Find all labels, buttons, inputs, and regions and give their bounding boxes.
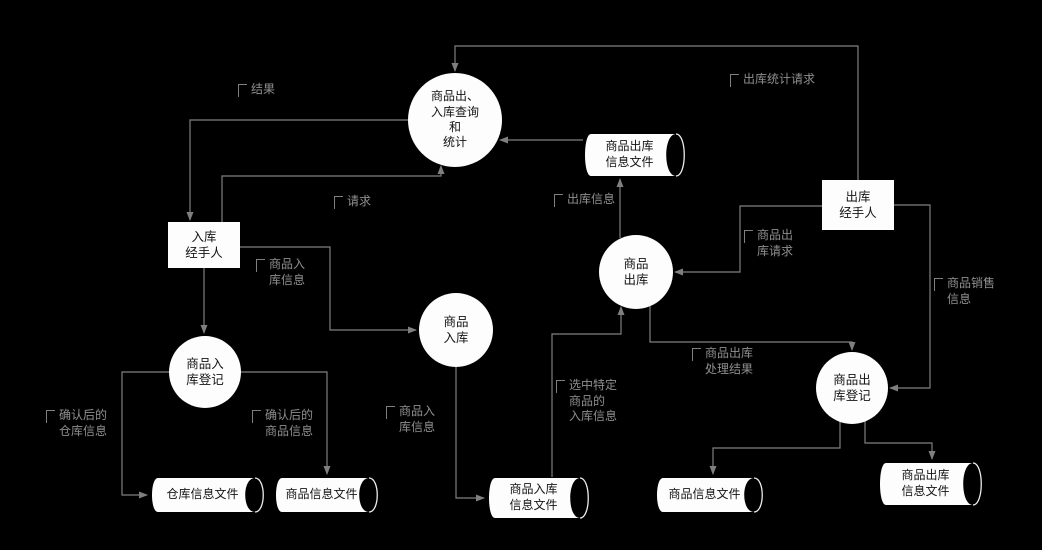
label-bracket-icon: [252, 410, 261, 423]
datastore-shape: [276, 477, 378, 513]
datastore-label: 商品信息文件: [285, 487, 358, 502]
datastore-goods-out-info-file-top[interactable]: 商品出库 信息文件: [583, 133, 689, 177]
flow-label-goods-in-info-to-file: 商品入 库信息: [386, 404, 435, 435]
label-bracket-icon: [554, 194, 563, 207]
edge-out-stats-request: [451, 45, 859, 180]
edge-goods-sales-info: [889, 204, 931, 392]
flow-label-goods-in-info: 商品入 库信息: [256, 257, 305, 288]
flow-label-out-info: 出库信息: [554, 192, 615, 208]
edge-request: [221, 165, 445, 222]
datastore-shape: [152, 477, 264, 513]
label-bracket-icon: [556, 380, 565, 393]
datastore-label: 仓库信息文件: [166, 487, 239, 502]
process-query-and-stats[interactable]: 商品出、 入库查询 和 统计: [408, 73, 502, 167]
edge-goods-out-result: [649, 306, 856, 351]
label-bracket-icon: [334, 196, 343, 209]
process-goods-out-register[interactable]: 商品出 库登记: [816, 352, 888, 424]
label-bracket-icon: [744, 230, 753, 243]
label-bracket-icon: [46, 410, 55, 423]
flow-label-result: 结果: [238, 82, 275, 98]
datastore-goods-info-file-left[interactable]: 商品信息文件: [274, 477, 382, 513]
label-bracket-icon: [692, 348, 701, 361]
edge-result: [186, 119, 408, 221]
flow-label-confirmed-warehouse-info: 确认后的 仓库信息: [46, 408, 107, 439]
edge-selected-goods-in-info: [551, 306, 625, 477]
process-goods-out[interactable]: 商品 出库: [599, 235, 673, 309]
datastore-warehouse-info-file[interactable]: 仓库信息文件: [150, 477, 268, 513]
datastore-label: 商品出库 信息文件: [901, 468, 950, 498]
datastore-label: 商品出库 信息文件: [605, 139, 654, 169]
flow-label-confirmed-goods-info: 确认后的 商品信息: [252, 408, 313, 439]
label-bracket-icon: [256, 259, 265, 272]
datastore-shape: [880, 462, 982, 506]
flow-label-request: 请求: [334, 194, 371, 210]
edge-goods-out-request: [674, 205, 822, 276]
datastore-shape: [489, 477, 589, 519]
datastore-shape: [657, 477, 763, 513]
process-goods-in-register[interactable]: 商品入 库登记: [169, 336, 241, 408]
datastore-goods-info-file-right[interactable]: 商品信息文件: [655, 477, 767, 513]
label-bracket-icon: [934, 278, 943, 291]
label-bracket-icon: [730, 74, 739, 87]
label-bracket-icon: [386, 406, 395, 419]
edge-goods-in-info: [240, 246, 417, 334]
process-goods-in[interactable]: 商品 入库: [419, 293, 493, 367]
edge-out-register-to-out-file: [864, 421, 936, 460]
datastore-goods-out-info-file-bottom[interactable]: 商品出库 信息文件: [878, 462, 986, 506]
flow-label-out-stats-request: 出库统计请求: [730, 72, 815, 88]
flow-label-goods-sales-info: 商品销售 信息: [934, 276, 995, 307]
datastore-shape: [585, 133, 685, 177]
datastore-goods-in-info-file[interactable]: 商品入库 信息文件: [487, 477, 593, 519]
edge-confirmed-warehouse-info: [121, 371, 169, 499]
edge-confirmed-goods-info: [241, 371, 331, 475]
datastore-label: 商品信息文件: [668, 487, 741, 502]
label-bracket-icon: [238, 84, 247, 97]
datastore-label: 商品入库 信息文件: [509, 482, 558, 512]
flow-label-selected-goods-in-info: 选中特定 商品的 入库信息: [556, 378, 617, 425]
edge-goods-in-info-to-file: [455, 367, 485, 502]
flow-label-goods-out-result: 商品出库 处理结果: [692, 346, 753, 377]
edge-out-register-to-goods-file: [709, 421, 841, 475]
entity-out-handler[interactable]: 出库 经手人: [822, 180, 894, 230]
flow-label-goods-out-request: 商品出 库请求: [744, 228, 793, 259]
entity-in-handler[interactable]: 入库 经手人: [168, 222, 240, 268]
